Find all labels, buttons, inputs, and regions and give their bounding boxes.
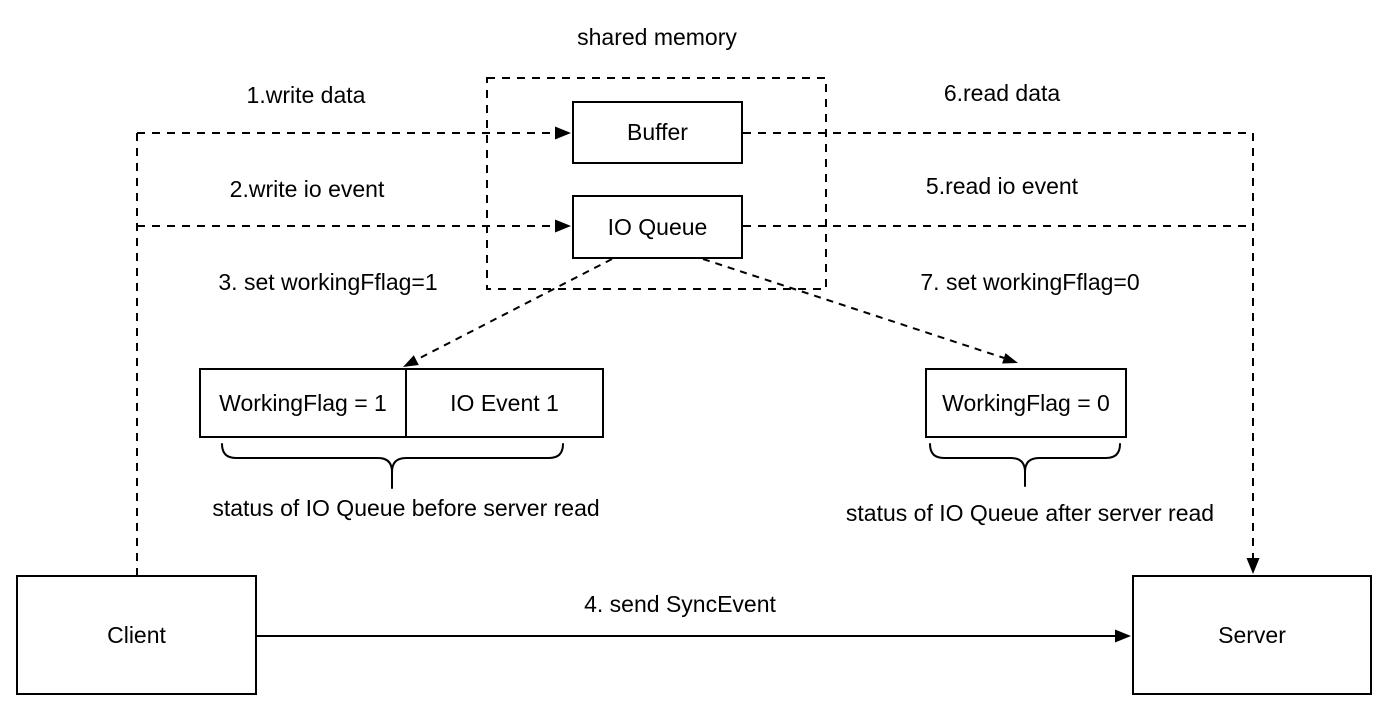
working-flag-1-cell: WorkingFlag = 1: [201, 370, 407, 436]
set-flag0-dashed-line: [702, 258, 1005, 359]
after-read-brace: [929, 443, 1121, 487]
shared-memory-container-box: [486, 77, 827, 290]
send-syncevent-arrowhead-icon: [1115, 629, 1131, 643]
server-down-arrowhead-icon: [1246, 558, 1260, 574]
io-event-1-label: IO Event 1: [450, 389, 559, 416]
label-step2-write-io-event: 2.write io event: [229, 176, 385, 203]
node-io-queue-status-after: WorkingFlag = 0: [925, 368, 1127, 438]
working-flag-0-label: WorkingFlag = 0: [942, 389, 1110, 416]
set-flag0-arrowhead-icon: [1002, 353, 1018, 364]
io-event-1-cell: IO Event 1: [407, 370, 602, 436]
label-step1-write-data: 1.write data: [246, 82, 366, 109]
diagram-title: shared memory: [577, 24, 737, 51]
label-step6-read-data: 6.read data: [943, 80, 1061, 107]
set-flag1-arrowhead-icon: [403, 355, 419, 367]
client-label: Client: [107, 621, 166, 648]
server-label: Server: [1218, 621, 1286, 648]
buffer-label: Buffer: [627, 119, 688, 145]
io-queue-label: IO Queue: [607, 213, 708, 240]
label-step3-set-workingflag-1: 3. set workingFflag=1: [218, 269, 438, 296]
node-io-queue-status-before: WorkingFlag = 1 IO Event 1: [199, 368, 604, 438]
label-step4-send-syncevent: 4. send SyncEvent: [584, 591, 776, 618]
node-client: Client: [16, 575, 257, 695]
caption-status-after-read: status of IO Queue after server read: [845, 500, 1215, 527]
before-read-brace: [221, 443, 564, 489]
write-data-arrowhead-icon: [555, 126, 571, 140]
set-flag1-dashed-line: [415, 258, 613, 361]
node-io-queue: IO Queue: [572, 195, 743, 259]
write-io-event-arrowhead-icon: [555, 219, 571, 233]
label-step5-read-io-event: 5.read io event: [925, 173, 1079, 200]
caption-status-before-read: status of IO Queue before server read: [212, 495, 600, 522]
node-server: Server: [1132, 575, 1372, 695]
working-flag-1-label: WorkingFlag = 1: [219, 389, 387, 416]
label-step7-set-workingflag-0: 7. set workingFflag=0: [920, 269, 1140, 296]
node-buffer: Buffer: [572, 101, 743, 164]
